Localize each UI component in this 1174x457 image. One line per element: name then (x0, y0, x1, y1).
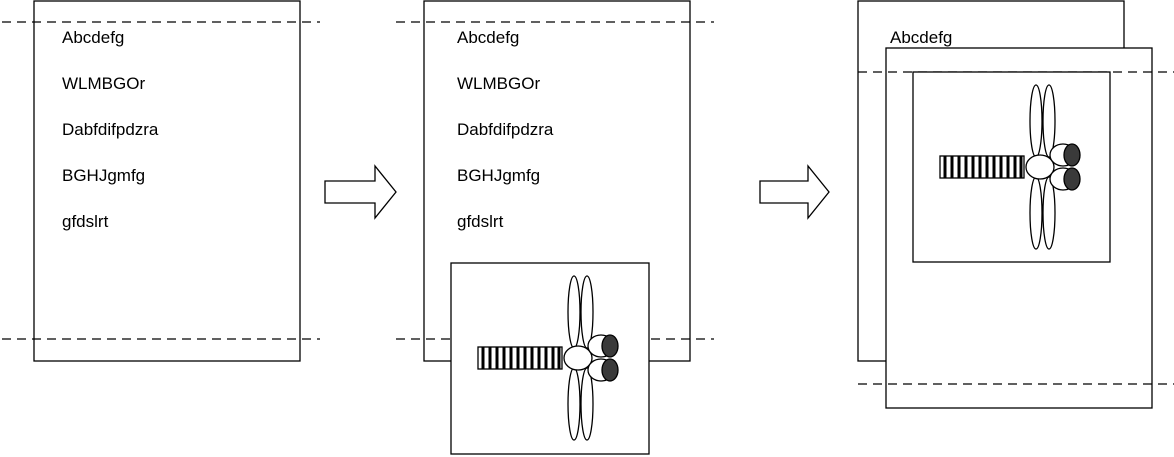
text-line: BGHJgmfg (62, 166, 145, 185)
text-line: Dabfdifpdzra (457, 120, 554, 139)
text-line: Abcdefg (457, 28, 519, 47)
text-line: gfdslrt (457, 212, 504, 231)
text-line: gfdslrt (62, 212, 109, 231)
arrow-right-icon (324, 164, 397, 220)
text-line: BGHJgmfg (457, 166, 540, 185)
text-line: Abcdefg (62, 28, 124, 47)
text-line: Dabfdifpdzra (62, 120, 159, 139)
stage-3: Abcdefg (857, 0, 1174, 409)
text-line: WLMBGOr (62, 74, 145, 93)
arrow-right-icon (759, 164, 830, 220)
stage-2: Abcdefg WLMBGOr Dabfdifpdzra BGHJgmfg gf… (396, 0, 714, 455)
stage-1: Abcdefg WLMBGOr Dabfdifpdzra BGHJgmfg gf… (2, 0, 320, 362)
text-line: WLMBGOr (457, 74, 540, 93)
text-line: Abcdefg (890, 28, 952, 47)
page-frame (33, 0, 301, 362)
